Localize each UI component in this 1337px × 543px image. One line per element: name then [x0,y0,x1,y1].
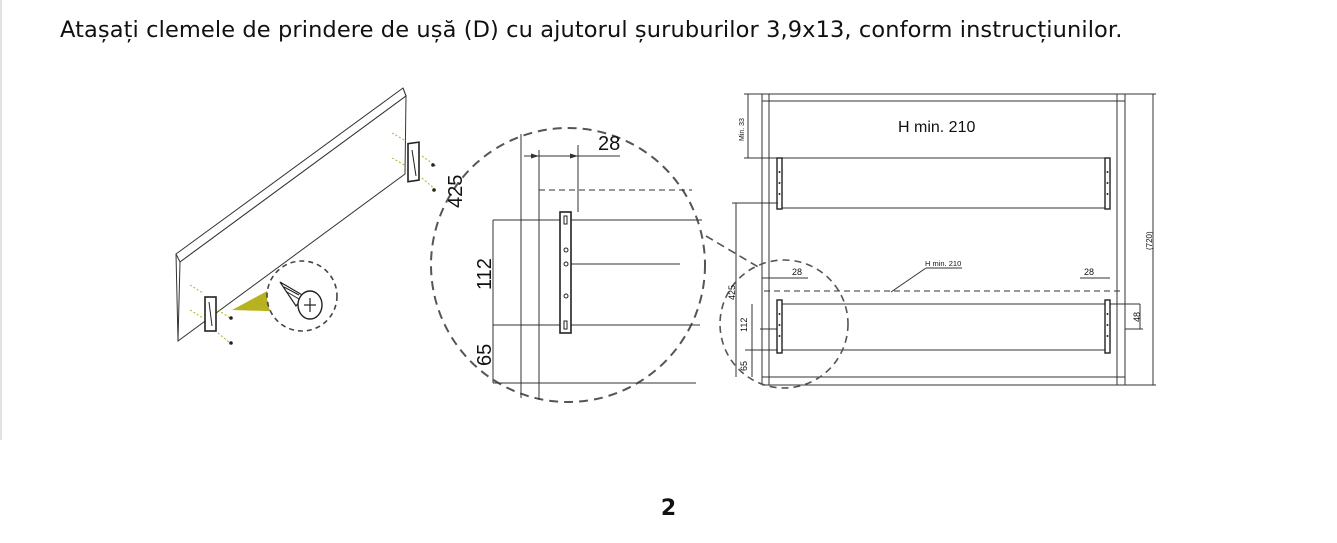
detail-magnifier: 28 425 112 65 [430,127,761,403]
elevation-dim-28-right: 28 [1084,267,1094,277]
door-panel-isometric [175,87,407,343]
page-number: 2 [660,496,677,521]
elevation-clip-holes [778,171,1109,337]
assembly-diagram: 28 425 112 65 [175,87,1156,403]
door-clip-upper [391,132,437,192]
detail-dim-28: 28 [598,133,620,155]
elevation-min-33: Min. 33 [739,118,746,141]
elevation-dim-112: 112 [739,318,749,332]
elevation-dim-28-left: 28 [792,267,802,277]
page-left-rule [0,0,2,440]
detail-dim-425: 425 [445,175,467,208]
elevation-dim-425: 425 [727,285,737,300]
door-clip-lower [189,284,233,345]
elevation-dim-720: (720) [1145,231,1154,250]
elevation-h-min-small: H min. 210 [925,259,961,268]
elevation-dim-65: 65 [739,361,749,371]
detail-dim-112: 112 [474,258,496,290]
instruction-text: Atașați clemele de prindere de ușă (D) c… [60,17,1123,43]
elevation-h-min-main: H min. 210 [898,119,975,136]
detail-dim-65: 65 [474,344,496,366]
screw-detail-callout [232,260,338,332]
elevation-dim-48: 48 [1132,312,1142,322]
cabinet-elevation [719,93,1156,389]
